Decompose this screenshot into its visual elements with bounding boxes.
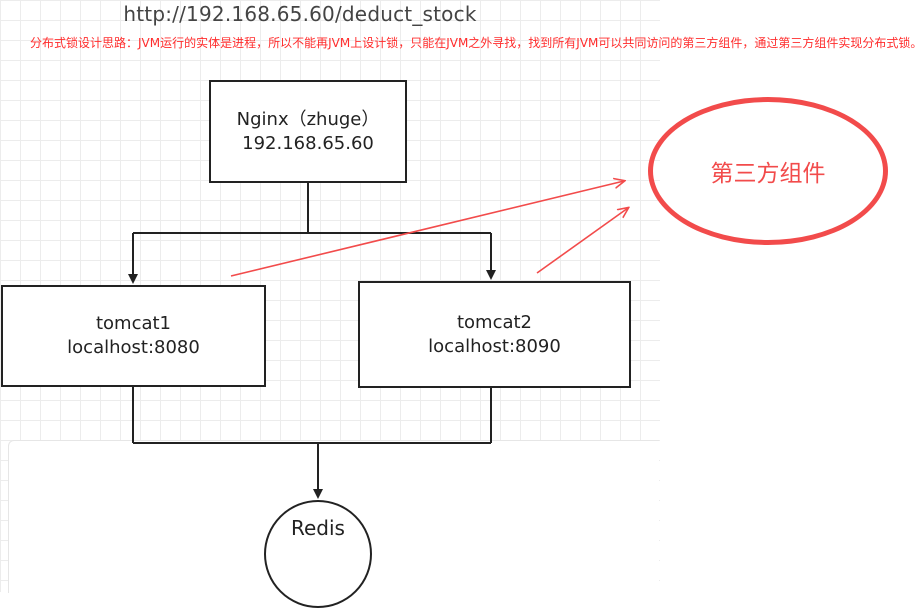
tomcat2-name: tomcat2 xyxy=(456,311,533,333)
tomcat1-address: localhost:8080 xyxy=(67,337,200,358)
redis-label: Redis xyxy=(291,516,345,540)
red-arrow-tomcat2-to-third-party xyxy=(536,208,628,274)
redis-node: Redis xyxy=(264,500,372,608)
nginx-ip: 192.168.65.60 xyxy=(242,132,374,154)
design-note: 分布式锁设计思路：JVM运行的实体是进程，所以不能再JVM上设计锁，只能在JVM… xyxy=(30,36,923,50)
red-arrow-tomcat1-to-third-party xyxy=(230,181,624,277)
tomcat2-node: tomcat2 localhost:8090 xyxy=(358,281,631,388)
tomcat1-name: tomcat1 xyxy=(95,313,172,334)
tomcat2-address: localhost:8090 xyxy=(428,335,561,357)
third-party-component-annotation: 第三方组件 xyxy=(648,97,888,245)
nginx-name: Nginx（zhuge） xyxy=(236,108,380,130)
nginx-node: Nginx（zhuge） 192.168.65.60 xyxy=(209,80,407,183)
connector-layer xyxy=(128,0,923,499)
url-title: http://192.168.65.60/deduct_stock xyxy=(123,2,477,26)
tomcat1-node: tomcat1 localhost:8080 xyxy=(1,285,266,387)
third-party-label: 第三方组件 xyxy=(710,161,826,187)
